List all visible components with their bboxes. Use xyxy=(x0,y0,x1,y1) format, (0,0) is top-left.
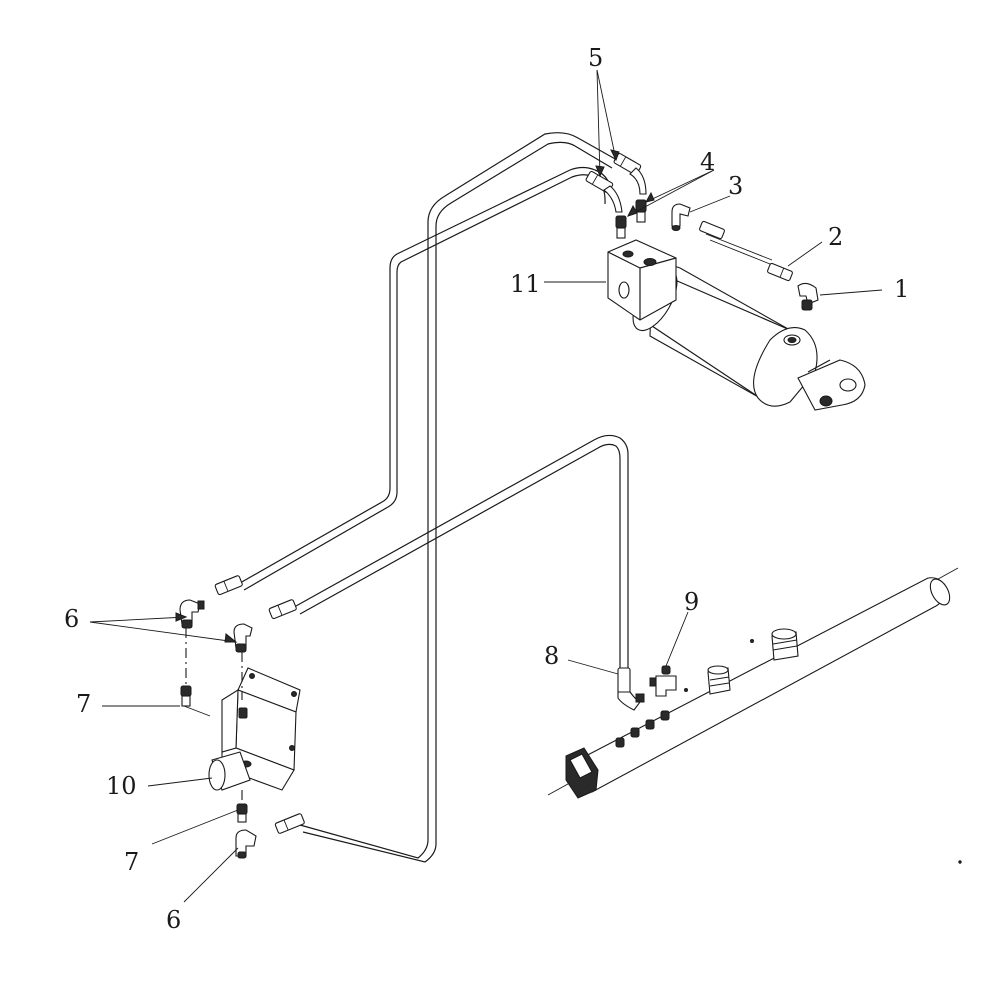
port-plug-1 xyxy=(707,665,731,695)
tube-manifold xyxy=(547,567,959,799)
callout-6-upper: 6 xyxy=(64,605,79,633)
adapter-fitting-7-lower xyxy=(236,803,248,823)
tee-fitting-9 xyxy=(649,665,677,697)
hoses xyxy=(239,132,776,863)
callout-1: 1 xyxy=(894,275,909,303)
callouts: 1 2 3 4 5 6 6 7 7 8 9 10 11 xyxy=(64,44,909,934)
elbow-fitting-6-middle xyxy=(233,623,253,653)
leader-lines xyxy=(89,69,883,903)
elbow-fitting-3 xyxy=(671,203,691,231)
arrowheads xyxy=(175,149,655,643)
elbow-fitting-6-upper xyxy=(179,599,205,629)
elbow-fitting-8 xyxy=(617,667,645,711)
hydraulic-cylinder xyxy=(607,239,866,411)
tube-nut xyxy=(565,747,599,799)
hose-c xyxy=(295,434,629,668)
callout-4: 4 xyxy=(700,148,715,176)
adapter-fitting-7-upper xyxy=(180,685,192,707)
callout-7-upper: 7 xyxy=(76,690,91,718)
hose-end-fitting-2a xyxy=(699,220,725,240)
valve-bracket xyxy=(208,667,301,791)
callout-7-lower: 7 xyxy=(124,848,139,876)
hose-end-left-1 xyxy=(214,575,243,596)
elbow-fitting-6-lower xyxy=(235,829,257,859)
callout-6-lower: 6 xyxy=(166,906,181,934)
elbow-fitting-1 xyxy=(797,282,819,311)
callout-2: 2 xyxy=(828,223,843,251)
hose-end-left-3 xyxy=(274,813,305,834)
hose-b xyxy=(239,166,613,584)
adapter-fitting-left xyxy=(615,215,627,239)
callout-11: 11 xyxy=(510,270,541,298)
hose-end-fitting-2b xyxy=(767,262,793,282)
callout-3: 3 xyxy=(728,172,743,200)
hose-end-left-2 xyxy=(268,599,297,620)
hose-a xyxy=(299,132,618,859)
port-plug-2 xyxy=(771,628,799,661)
left-fittings xyxy=(179,575,305,859)
callout-8: 8 xyxy=(544,642,559,670)
callout-9: 9 xyxy=(684,588,699,616)
fitting-8-9 xyxy=(617,665,677,711)
callout-5: 5 xyxy=(588,44,603,72)
callout-10: 10 xyxy=(106,772,137,800)
